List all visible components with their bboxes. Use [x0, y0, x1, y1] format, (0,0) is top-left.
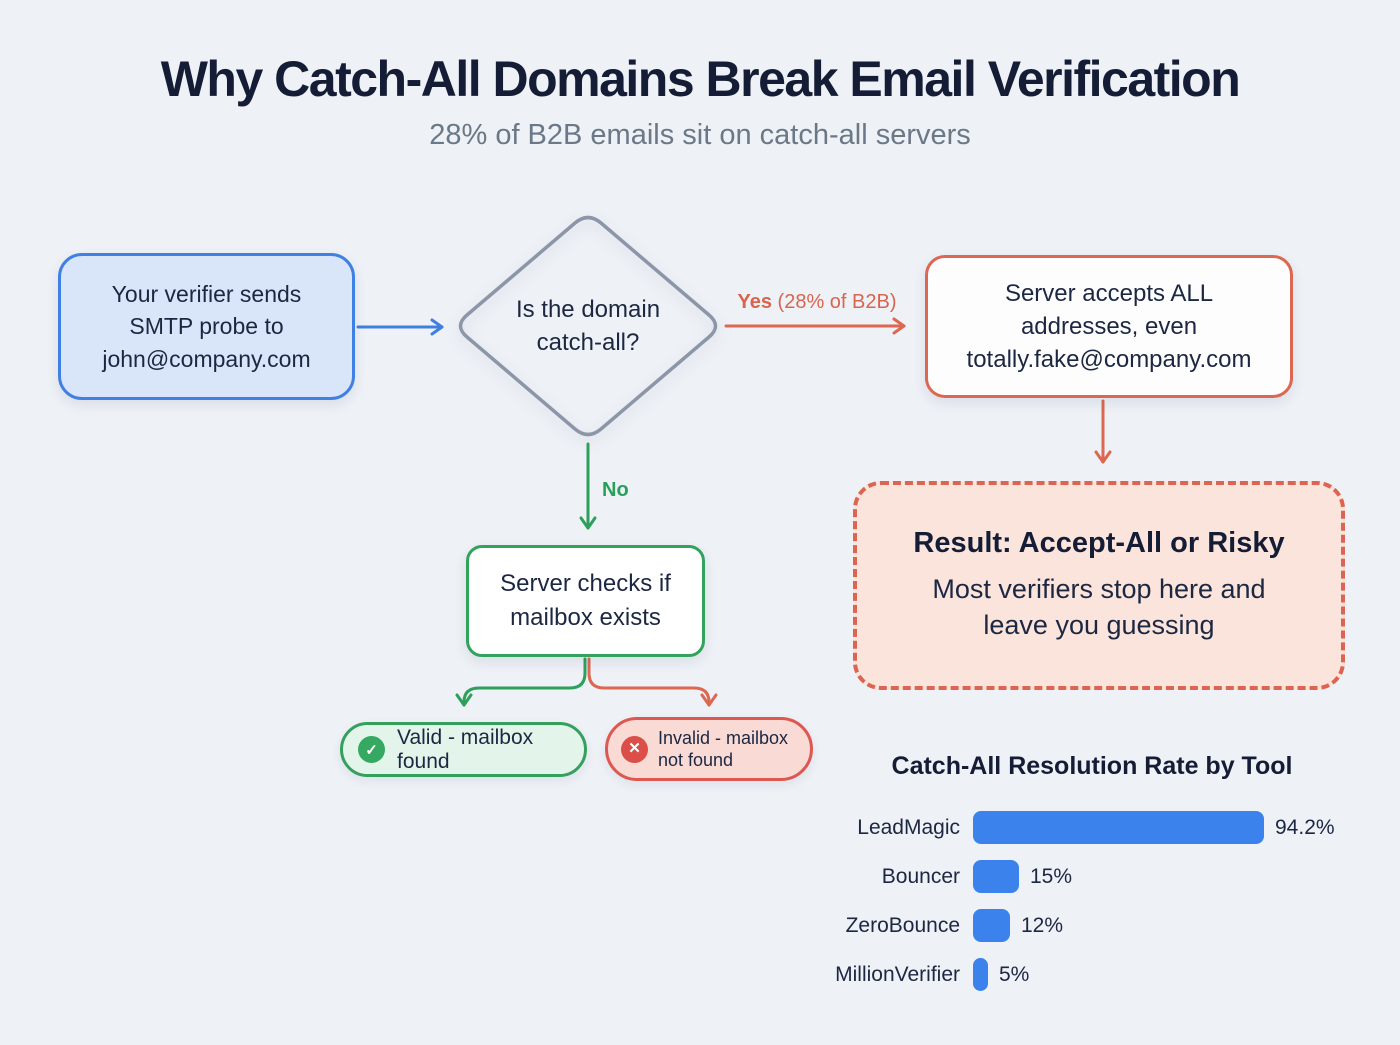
chart-value-label: 15% — [1030, 864, 1073, 888]
invalid-outcome-line: Invalid - mailbox — [658, 727, 789, 748]
chart-category-label: LeadMagic — [857, 815, 960, 839]
arrow-branch-invalid — [587, 657, 718, 707]
verifier-box-line: Your verifier sends — [111, 280, 302, 307]
chart-bar — [973, 958, 988, 991]
decision-label: Is the domain catch-all? — [470, 293, 706, 359]
chart-title: Catch-All Resolution Rate by Tool — [891, 752, 1293, 780]
decision-label-line: catch-all? — [536, 329, 640, 357]
resolution-rate-chart: Catch-All Resolution Rate by Tool LeadMa… — [822, 751, 1362, 1007]
valid-outcome-pill: ✓ Valid - mailbox found — [340, 722, 587, 777]
server-accepts-line: totally.fake@company.com — [966, 346, 1252, 374]
verifier-box-line: john@company.com — [102, 345, 311, 372]
yes-edge-label-rest: (28% of B2B) — [771, 291, 897, 313]
arrow-branch-valid — [455, 657, 587, 707]
chart-row: Bouncer 15% — [822, 860, 1362, 893]
server-accepts-line: addresses, even — [1020, 312, 1198, 340]
server-checks-line: mailbox exists — [510, 604, 661, 631]
invalid-outcome-pill: ✕ Invalid - mailbox not found — [605, 717, 813, 781]
yes-edge-label: Yes (28% of B2B) — [717, 291, 917, 314]
verifier-box: Your verifier sends SMTP probe to john@c… — [58, 253, 355, 400]
verifier-box-line: SMTP probe to — [129, 313, 284, 340]
chart-value-label: 12% — [1021, 913, 1064, 937]
server-checks-box: Server checks if mailbox exists — [466, 545, 705, 657]
chart-row: MillionVerifier 5% — [822, 958, 1362, 991]
server-accepts-line: Server accepts ALL — [1004, 279, 1214, 307]
chart-bar — [973, 909, 1010, 942]
chart-bar — [973, 811, 1264, 844]
invalid-outcome-label: Invalid - mailbox not found — [658, 727, 788, 772]
check-icon: ✓ — [358, 736, 385, 763]
chart-value-label: 94.2% — [1275, 815, 1335, 839]
page-subtitle: 28% of B2B emails sit on catch-all serve… — [429, 119, 971, 151]
result-body-line: Most verifiers stop here and — [932, 574, 1266, 605]
invalid-outcome-line: not found — [658, 750, 734, 770]
chart-bar — [973, 860, 1019, 893]
decision-diamond — [458, 215, 718, 437]
x-icon: ✕ — [621, 735, 648, 763]
result-body-line: leave you guessing — [983, 610, 1215, 640]
decision-label-line: Is the domain — [515, 296, 661, 323]
server-accepts-box: Server accepts ALL addresses, even total… — [925, 255, 1293, 398]
result-body: Most verifiers stop here and leave you g… — [932, 572, 1265, 644]
page-title: Why Catch-All Domains Break Email Verifi… — [160, 51, 1241, 107]
result-title: Result: Accept-All or Risky — [913, 527, 1285, 560]
valid-outcome-label: Valid - mailbox found — [397, 725, 534, 773]
chart-row: LeadMagic 94.2% — [822, 811, 1362, 844]
result-box: Result: Accept-All or Risky Most verifie… — [853, 481, 1345, 690]
chart-category-label: MillionVerifier — [835, 962, 960, 986]
chart-value-label: 5% — [999, 962, 1030, 986]
chart-row: ZeroBounce 12% — [822, 909, 1362, 942]
chart-category-label: Bouncer — [881, 864, 960, 888]
server-checks-line: Server checks if — [500, 570, 671, 598]
yes-edge-label-bold: Yes — [737, 291, 772, 313]
chart-category-label: ZeroBounce — [845, 913, 960, 937]
no-edge-label: No — [602, 479, 629, 501]
